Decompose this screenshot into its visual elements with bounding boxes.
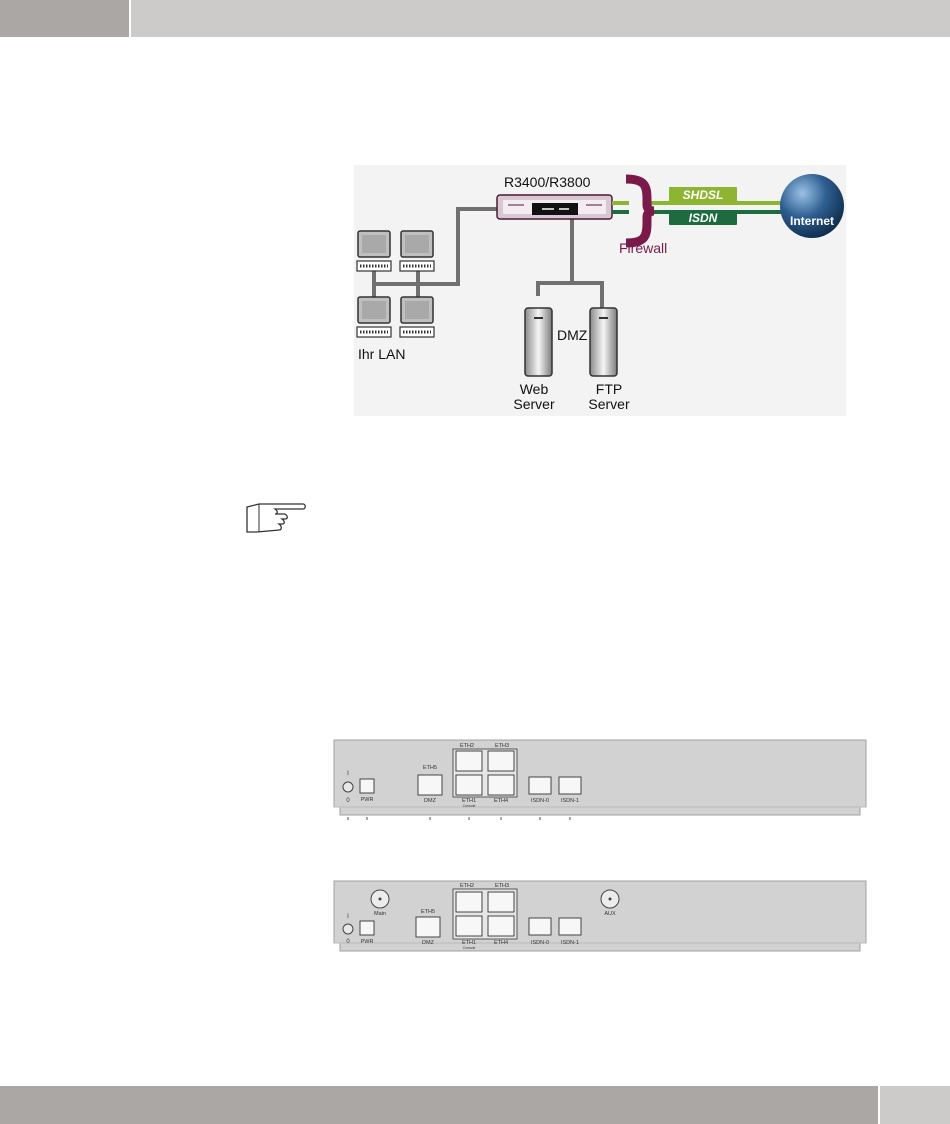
isdn1-label: ISDN-1 xyxy=(561,940,579,946)
power-connector xyxy=(360,779,374,793)
header-tab xyxy=(0,0,129,37)
isdn1-port xyxy=(559,918,581,935)
pointing-hand-icon xyxy=(245,502,307,536)
eth2-label: ETH2 xyxy=(460,883,474,889)
pwr-label: PWR xyxy=(361,797,374,803)
network-diagram: Ihr LAN R3400/R3800 Firewall SHDSL ISDN xyxy=(354,165,846,416)
isdn0-label: ISDN-0 xyxy=(531,798,549,804)
lan-label: Ihr LAN xyxy=(358,346,405,362)
router-device xyxy=(497,195,612,219)
eth1-port xyxy=(456,775,482,795)
lan-computer xyxy=(357,297,391,337)
eth4-label: ETH4 xyxy=(494,940,508,946)
eth5-port xyxy=(416,917,440,937)
eth5-label: ETH5 xyxy=(423,765,437,771)
device-back-panel: I 0 PWR ETH5 DMZ ETH2 ETH3 ETH1 Console … xyxy=(330,735,870,825)
web-server-label: Web xyxy=(520,381,549,397)
dmz-label: DMZ xyxy=(557,327,588,343)
main-antenna-label: Main xyxy=(374,911,386,917)
eth4-port xyxy=(488,775,514,795)
ftp-server-label: FTP xyxy=(596,381,622,397)
eth4-label: ETH4 xyxy=(494,798,508,804)
web-server-label: Server xyxy=(513,396,555,412)
power-connector xyxy=(360,921,374,935)
eth2-label: ETH2 xyxy=(460,743,474,749)
dmz-port-label: DMZ xyxy=(424,798,437,804)
shdsl-label: SHDSL xyxy=(683,188,724,202)
aux-antenna-label: AUX xyxy=(604,911,616,917)
isdn-label: ISDN xyxy=(689,211,718,225)
isdn0-label: ISDN-0 xyxy=(531,940,549,946)
internet-globe-icon xyxy=(780,174,844,238)
console-label: Console xyxy=(463,946,476,950)
device-back-panel: I 0 PWR Main ETH5 DMZ ETH2 ETH3 ETH1 Con… xyxy=(330,877,870,957)
firewall-icon xyxy=(626,179,654,243)
power-switch xyxy=(343,924,353,934)
web-server-icon xyxy=(525,308,552,376)
console-label: Console xyxy=(463,804,476,808)
lan-computer xyxy=(357,231,391,271)
lan-computer xyxy=(400,231,434,271)
header-bar xyxy=(0,0,950,37)
header-divider xyxy=(129,0,131,37)
main-antenna-pin xyxy=(379,898,382,901)
isdn0-port xyxy=(529,918,551,935)
lan-cables xyxy=(374,209,602,310)
eth2-port xyxy=(456,751,482,771)
eth3-port xyxy=(488,751,514,771)
pwr-label: PWR xyxy=(361,939,374,945)
eth5-port xyxy=(418,775,442,795)
router-label: R3400/R3800 xyxy=(504,174,591,190)
isdn0-port xyxy=(529,777,551,794)
eth5-label: ETH5 xyxy=(421,909,435,915)
dmz-port-label: DMZ xyxy=(422,940,435,946)
footer-bar xyxy=(0,1086,950,1124)
power-switch xyxy=(343,782,353,792)
eth1-port xyxy=(456,916,482,936)
eth4-port xyxy=(488,916,514,936)
footer-tab xyxy=(880,1086,950,1124)
ftp-server-label: Server xyxy=(588,396,630,412)
panel-tick-marks xyxy=(348,817,570,820)
eth3-label: ETH3 xyxy=(495,743,509,749)
internet-label: Internet xyxy=(790,214,834,228)
isdn1-port xyxy=(559,777,581,794)
eth2-port xyxy=(456,892,482,912)
lan-computer xyxy=(400,297,434,337)
isdn1-label: ISDN-1 xyxy=(561,798,579,804)
aux-antenna-pin xyxy=(609,898,612,901)
eth3-label: ETH3 xyxy=(495,883,509,889)
firewall-label: Firewall xyxy=(619,240,667,256)
eth3-port xyxy=(488,892,514,912)
ftp-server-icon xyxy=(590,308,617,376)
